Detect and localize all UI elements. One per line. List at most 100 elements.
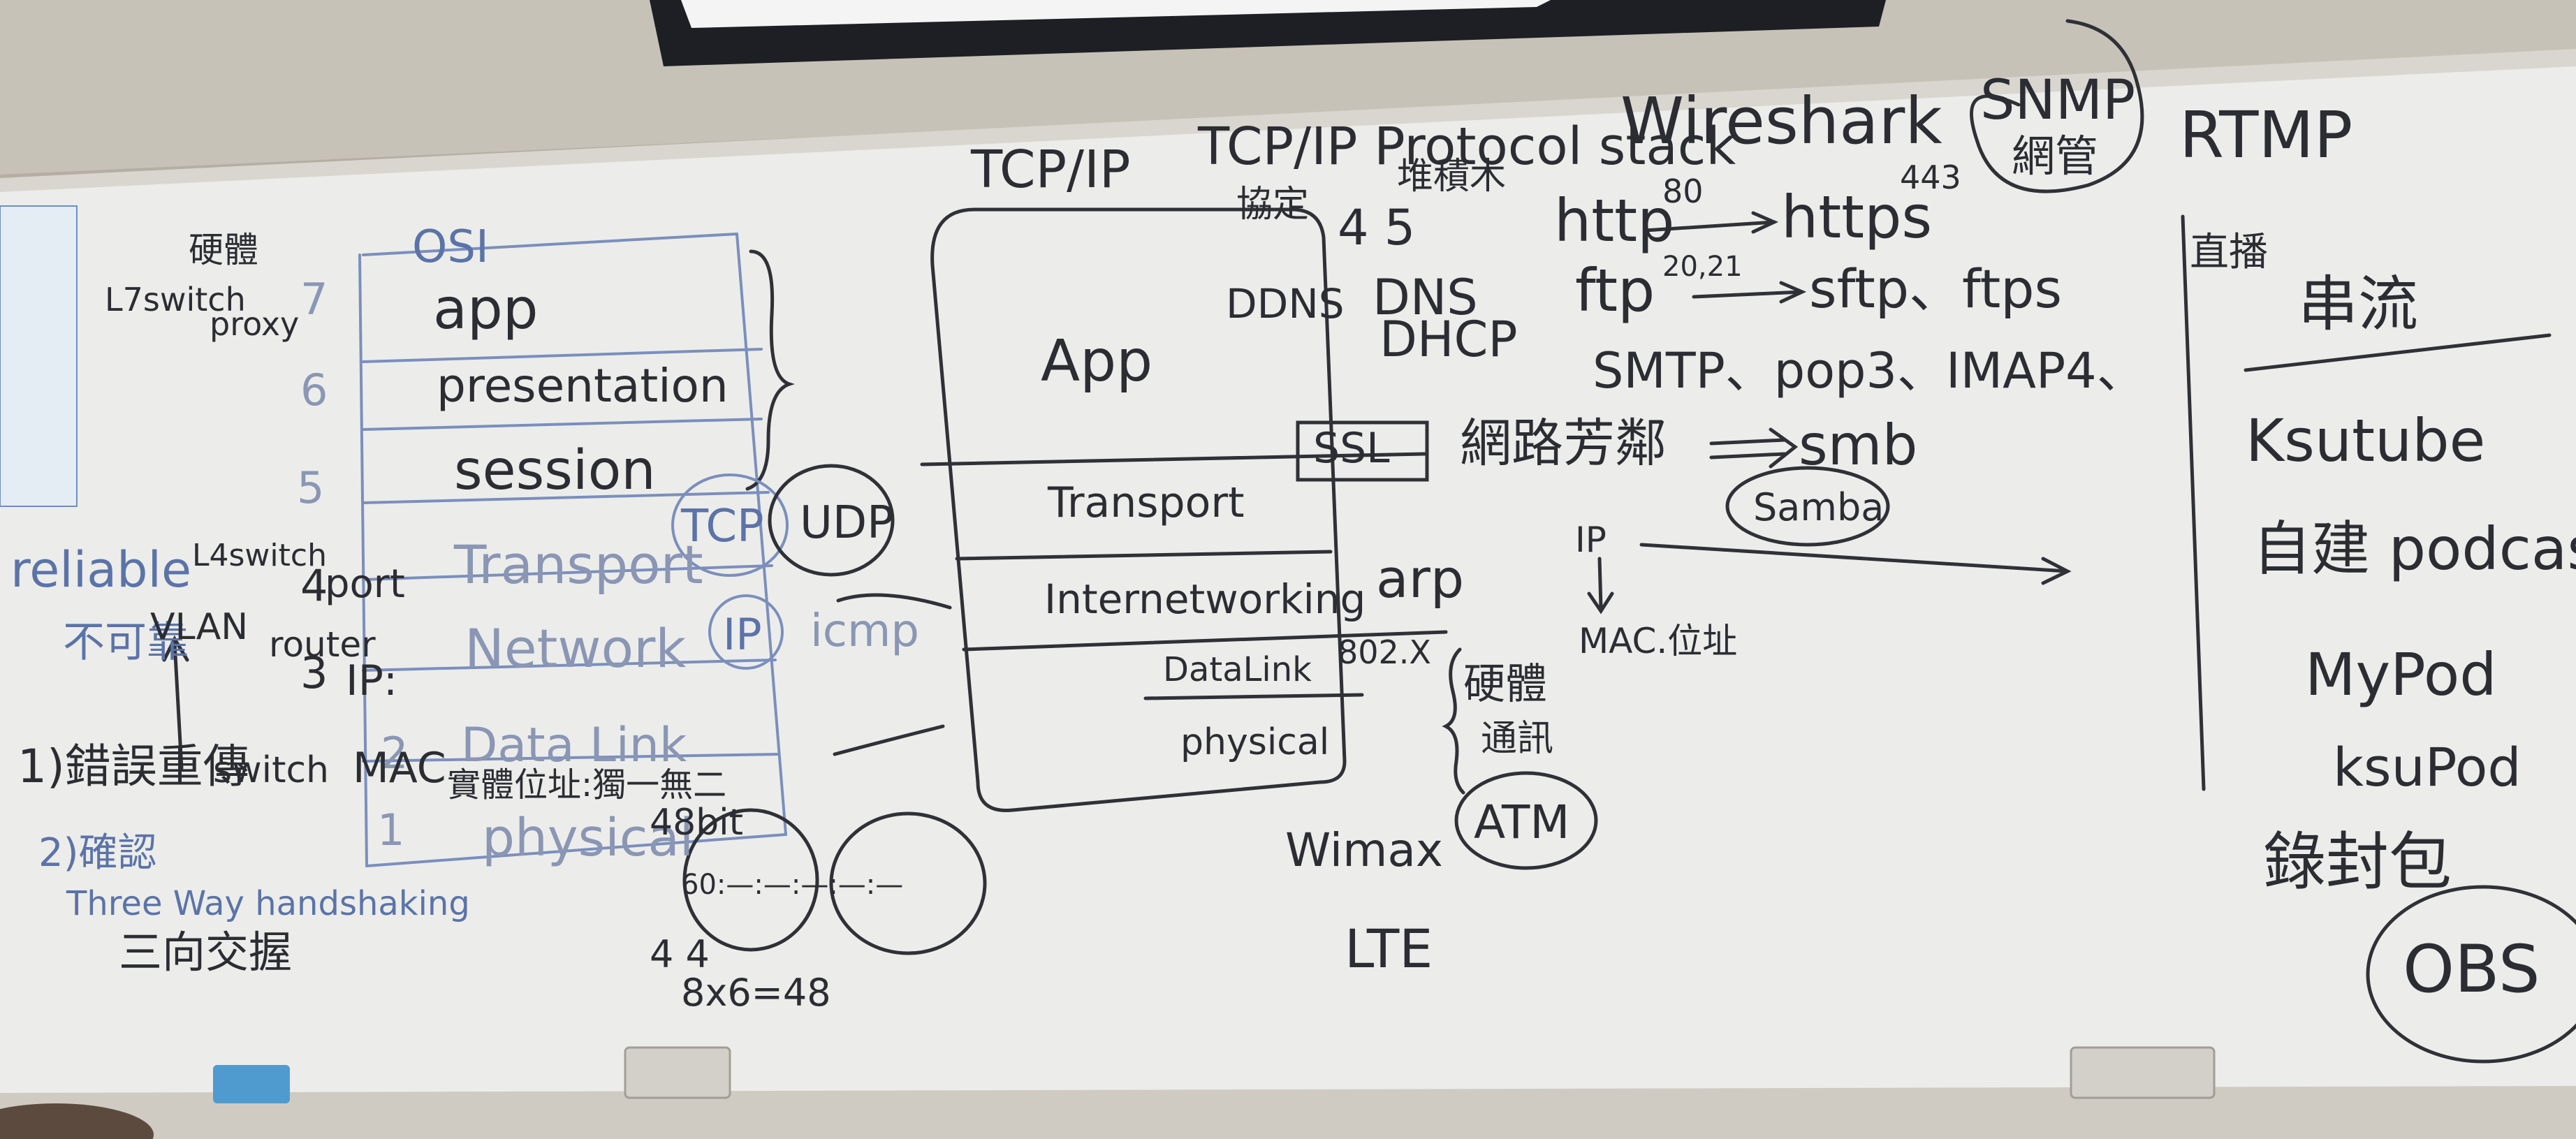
osi-title: OSI [412,221,489,273]
icmp-label: icmp [810,605,919,657]
osi-num-1: 1 [377,804,404,855]
osi-transport: Transport [453,534,703,596]
circles [671,19,2576,1064]
stack-internetworking: Internetworking [1044,575,1366,623]
comm-label: 通訊 [1481,718,1553,760]
mac-example: 60:—:—:—:—:— [681,869,903,901]
proto-dhcp: DHCP [1380,311,1518,368]
ceiling [0,0,2576,175]
osi-physical: physical [482,808,694,868]
title: TCP/IP Protocol stack [1197,117,1736,177]
sticky-note [0,205,78,507]
stack-datalink: DataLink [1163,650,1312,689]
ksutube: Ksutube [2246,406,2485,475]
network-mgmt: 網管 [2012,131,2098,182]
note-48bit: 48bit [650,802,743,844]
osi-num-3: 3 [300,647,328,698]
note-proxy: proxy [210,305,299,343]
osi-presentation: presentation [437,359,729,413]
port-80: 80 [1662,172,1704,210]
note-router: router [269,624,376,665]
udp-circle-label: UDP [800,497,894,549]
stack-numbers: 4 5 [1338,199,1415,256]
streaming: 串流 [2298,270,2418,339]
note-switch: switch [213,749,329,791]
wimax: Wimax [1285,823,1443,877]
note-reliable: reliable [10,541,191,598]
network-neighborhood: 網路芳鄰 [1460,413,1667,473]
mac-address-note: MAC.位址 [1579,621,1737,661]
board-clip-right [2070,1046,2216,1099]
stack-transport: Transport [1047,478,1245,527]
atm: ATM [1474,795,1569,849]
divider-row [2244,333,2552,372]
head-silhouette [0,1103,154,1139]
hex-layout: 4 4 [650,932,710,976]
osi-num-5: 5 [297,462,324,513]
note-physical-addr: 實體位址:獨一無二 [447,765,726,804]
proto-ftp: ftp [1575,256,1655,325]
note-confirm: 2)確認 [38,830,156,876]
ip-circle-label: IP [723,609,762,660]
record-packets: 錄封包 [2263,825,2452,899]
ip-note: IP [1575,520,1607,560]
title-annot: 堆積木 [1397,156,1506,198]
obs: OBS [2403,932,2540,1008]
projector-screen-glare [681,0,1551,28]
stack-app: App [1041,328,1152,395]
live-broadcast: 直播 [2190,230,2268,275]
osi-datalink: Data Link [461,718,687,773]
note-8x6: 8x6=48 [681,971,831,1015]
proto-dns: DNS [1373,269,1478,326]
osi-session: session [454,439,656,502]
whiteboard [0,66,2576,1117]
ssl-label: SSL [1313,424,1390,473]
hardware-label: 硬體 [1463,660,1547,709]
samba: Samba [1753,485,1884,529]
note-protocol: 協定 [1236,184,1309,226]
note-ip: IP: [346,656,397,705]
note-retransmit: 1)錯誤重傳 [17,740,249,793]
title-tcpip: TCP/IP [970,140,1131,200]
arp-label: arp [1376,548,1464,610]
osi-num-7: 7 [300,274,328,325]
osi-box [358,233,787,867]
note-hardware: 硬體 [189,230,258,270]
note-l4switch: L4switch [192,538,327,573]
proto-https: https [1781,183,1932,251]
brace-upper [745,249,795,491]
proto-mail: SMTP、pop3、IMAP4、 [1593,342,2146,399]
osi-app: app [433,277,539,341]
brace-hardware [1442,647,1465,795]
port-443: 443 [1900,159,1961,196]
ksupod: ksuPod [2333,736,2522,798]
mypod: MyPod [2305,640,2497,709]
osi-num-2: 2 [381,728,408,779]
marker-tray [0,1086,2576,1139]
proto-smb: smb [1799,413,1917,478]
stack-physical: physical [1180,721,1329,763]
note-unreliable: 不可靠 [63,618,189,667]
osi-num-4: 4 [300,560,328,611]
note-three-way: 三向交握 [119,927,292,978]
snmp: SNMP [1980,69,2135,132]
wireshark: Wireshark [1620,84,1942,159]
divider-col [2181,214,2206,791]
lte: LTE [1345,918,1433,980]
stack-note-ddns: DDNS [1226,280,1345,328]
note-vlan: VLAN [150,606,248,648]
board-clip-left [624,1046,731,1099]
tcp-circle-label: TCP [680,501,764,552]
port-20-21: 20,21 [1662,251,1743,283]
osi-layer-list: 7 app 6 presentation 5 session 4 Transpo… [297,274,729,868]
eraser [213,1065,290,1103]
osi-num-6: 6 [300,365,328,416]
note-l7switch: L7switch [105,281,246,318]
arrows [162,211,2072,770]
tcpip-box [920,207,1448,812]
proto-sftp-ftps: sftp、ftps [1809,258,2062,320]
rtmp: RTMP [2179,98,2352,172]
note-port: port [325,561,405,607]
